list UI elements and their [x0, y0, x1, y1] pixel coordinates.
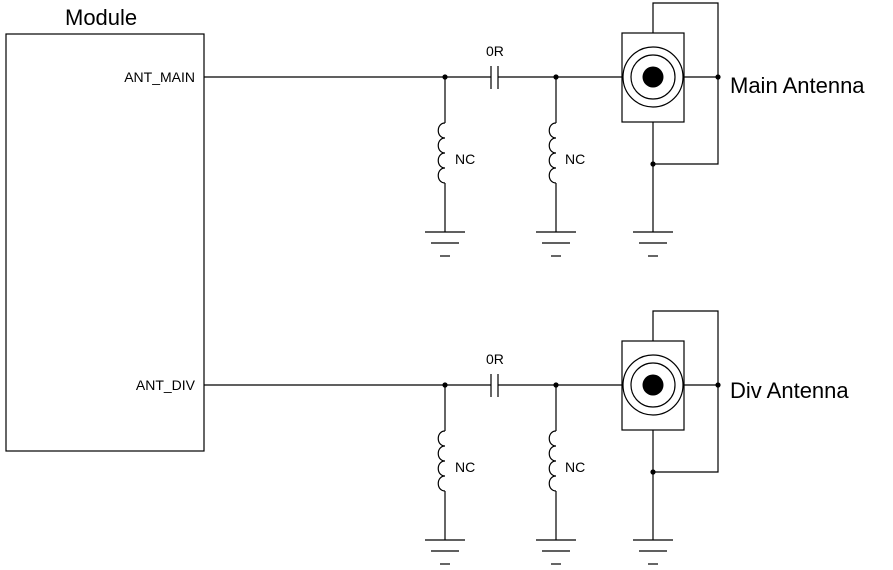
inductor-label-div-2: NC: [565, 459, 585, 475]
antenna-label-main: Main Antenna: [730, 73, 865, 98]
ground-symbol-main: [633, 122, 673, 257]
module-box: [5, 33, 205, 452]
pin-label-ant-div: ANT_DIV: [136, 377, 196, 393]
main-antenna-circuit: 0R NC NC: [204, 2, 865, 257]
div-antenna-circuit: 0R NC NC: [204, 310, 849, 565]
series-capacitor-main: [490, 66, 499, 89]
ground-symbol-div: [633, 430, 673, 565]
antenna-loop-div: [652, 310, 719, 473]
pin-label-ant-main: ANT_MAIN: [124, 69, 195, 85]
inductor-label-main-2: NC: [565, 151, 585, 167]
shunt-inductor-main-1: [425, 77, 465, 257]
inductor-label-main-1: NC: [455, 151, 475, 167]
antenna-loop-main: [652, 2, 719, 165]
rf-connector-main: [621, 32, 685, 123]
rf-connector-div: [621, 340, 685, 431]
shunt-inductor-main-2: [536, 77, 576, 257]
inductor-label-div-1: NC: [455, 459, 475, 475]
shunt-inductor-div-2: [536, 385, 576, 565]
capacitor-label-div: 0R: [486, 351, 504, 367]
module-title: Module: [65, 5, 137, 30]
antenna-label-div: Div Antenna: [730, 378, 849, 403]
junction-dot: [715, 74, 721, 80]
junction-dot: [715, 382, 721, 388]
shunt-inductor-div-1: [425, 385, 465, 565]
series-capacitor-div: [490, 374, 499, 397]
capacitor-label-main: 0R: [486, 43, 504, 59]
